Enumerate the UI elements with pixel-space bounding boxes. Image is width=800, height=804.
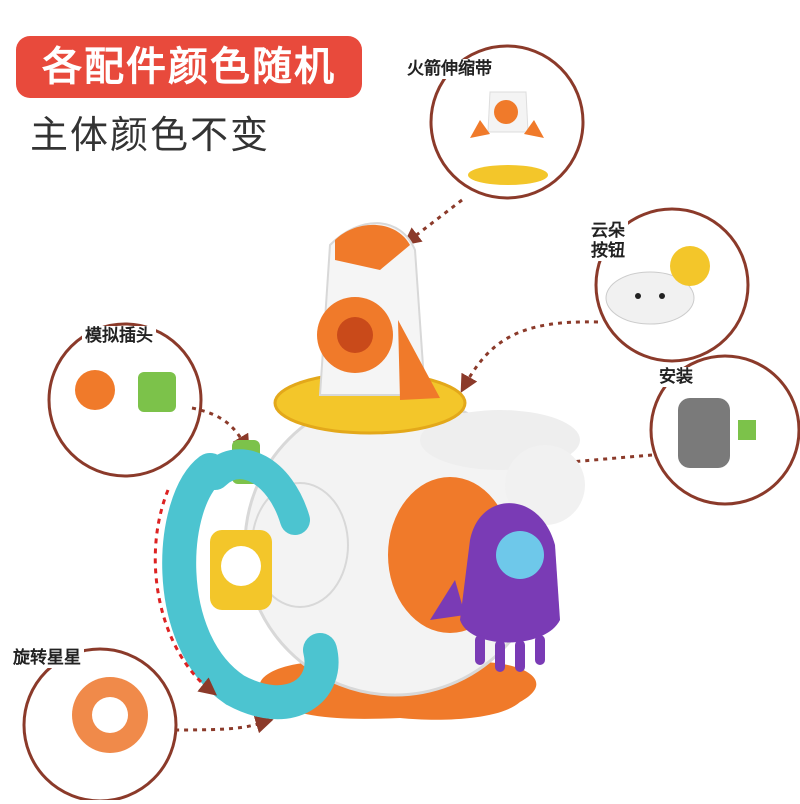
callout-circle-cloud [594, 207, 750, 363]
rocket-top [317, 222, 440, 400]
callout-label-cloud: 云朵 按钮 [588, 221, 628, 261]
callout-label-cloud-line1: 云朵 [591, 221, 625, 241]
purple-rocket [430, 503, 560, 672]
callout-label-install: 安装 [656, 367, 696, 387]
callout-circle-plug [47, 322, 203, 478]
banner-title: 各配件颜色随机 [16, 36, 362, 98]
callout-label-plug: 模拟插头 [82, 326, 156, 346]
rotate-arrow-icon [153, 489, 218, 696]
callout-label-cloud-line2: 按钮 [591, 241, 625, 261]
callout-circle-star [22, 647, 178, 803]
steering-wheel [162, 449, 339, 720]
callout-circle-install [649, 354, 800, 506]
subtitle: 主体颜色不变 [30, 113, 271, 157]
callout-label-rocket: 火箭伸缩带 [404, 59, 495, 79]
callout-label-star: 旋转星星 [10, 648, 84, 668]
callout-circle-rocket [429, 44, 585, 200]
